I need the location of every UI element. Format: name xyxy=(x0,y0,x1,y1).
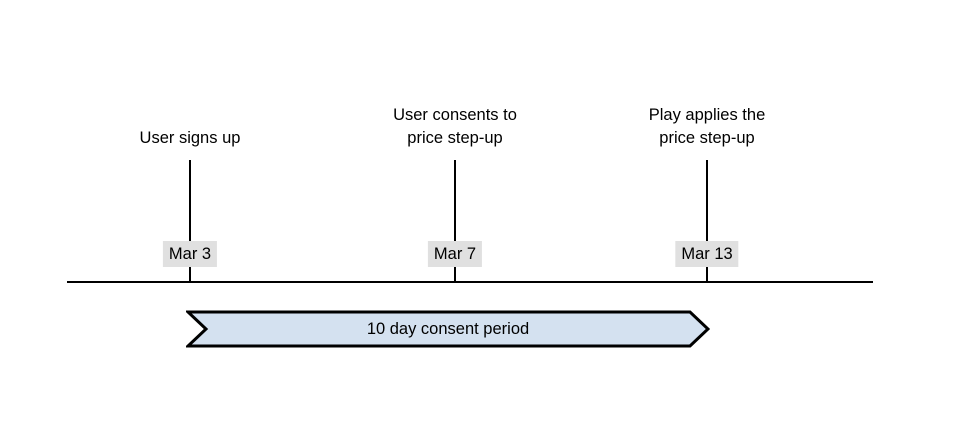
event-tick-line xyxy=(706,160,708,282)
timeline-axis xyxy=(67,281,873,283)
event-date-chip: Mar 3 xyxy=(162,241,218,267)
event-tick-line xyxy=(454,160,456,282)
event-tick-line xyxy=(189,160,191,282)
event-caption: User signs up xyxy=(139,129,241,147)
consent-period-label: 10 day consent period xyxy=(366,319,530,338)
event-caption: Play applies the price step-up xyxy=(648,106,766,147)
consent-period-band: 10 day consent period xyxy=(186,310,710,348)
chevron-polygon xyxy=(186,310,710,348)
event-caption: User consents to price step-up xyxy=(393,106,517,147)
event-date-chip: Mar 13 xyxy=(675,241,739,267)
event-date-chip: Mar 7 xyxy=(427,241,483,267)
chevron-band-shape xyxy=(186,310,710,348)
